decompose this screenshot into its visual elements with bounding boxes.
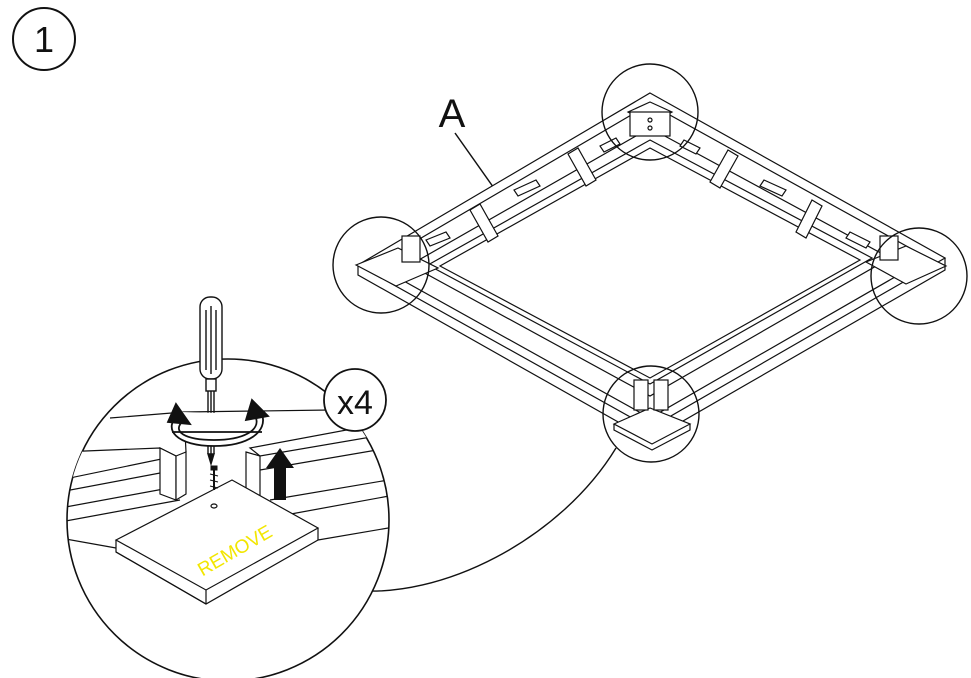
detail-view: REMOVE xyxy=(66,296,390,678)
quantity-label: x4 xyxy=(337,384,373,422)
corner-highlights xyxy=(332,63,968,463)
step-number: 1 xyxy=(34,19,54,60)
rotate-arrow-icon xyxy=(166,398,270,447)
screw-icon xyxy=(209,465,219,490)
corner-circle-right xyxy=(870,227,968,325)
corner-circle-left xyxy=(332,216,430,314)
part-label-a: A xyxy=(439,92,466,136)
step-badge: 1 xyxy=(12,7,76,71)
screwdriver-icon xyxy=(199,296,223,467)
quantity-badge: x4 xyxy=(323,368,387,432)
corner-block-left xyxy=(354,235,440,287)
detail-leader xyxy=(351,447,617,592)
brace-set-right xyxy=(679,139,871,249)
corner-block-top xyxy=(626,101,674,137)
lift-arrow-icon xyxy=(266,448,294,500)
corner-circle-bottom xyxy=(602,365,700,463)
corner-block-bottom xyxy=(612,379,692,451)
frame-assembly xyxy=(354,92,948,451)
corner-circle-top xyxy=(601,63,699,161)
